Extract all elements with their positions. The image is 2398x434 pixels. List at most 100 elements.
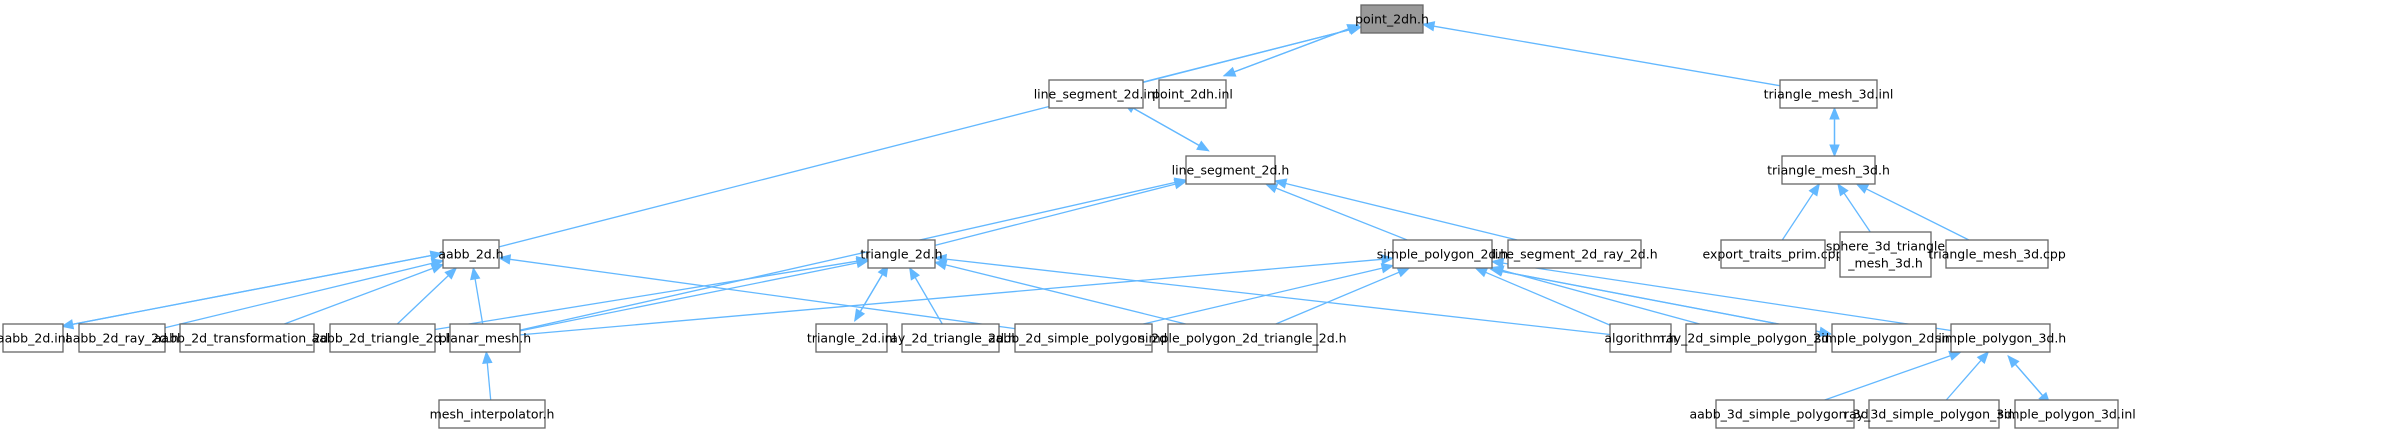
node-label: ray_2d_triangle_2d.h bbox=[885, 331, 1016, 346]
edge-line bbox=[519, 258, 1383, 336]
edge-simple-polygon-2d-h-to-simple-polygon-2d-inl bbox=[1490, 268, 1833, 338]
node-box bbox=[901, 323, 1000, 353]
arrowhead-icon bbox=[430, 263, 445, 274]
edge-planar-mesh-h-to-line-segment-2d-h bbox=[519, 177, 1188, 331]
edge-line bbox=[1285, 182, 1518, 241]
node-ray-2d-simple-polygon-2d-h[interactable]: ray_2d_simple_polygon_2d.h bbox=[1661, 323, 1841, 353]
node-label: planar_mesh.h bbox=[439, 331, 531, 346]
node-box bbox=[438, 399, 546, 429]
node-mesh-interpolator-h[interactable]: mesh_interpolator.h bbox=[430, 399, 555, 429]
node-point-2dh-h[interactable]: point_2dh.h bbox=[1355, 4, 1429, 34]
node-aabb-2d-simple-polygon-2d-h[interactable]: aabb_2d_simple_polygon_2d.h bbox=[988, 323, 1179, 353]
edge-simple-polygon-3d-h-to-simple-polygon-2d-h bbox=[1490, 257, 1952, 332]
node-line-segment-2d-h[interactable]: line_segment_2d.h bbox=[1172, 155, 1290, 185]
node-box bbox=[1048, 79, 1144, 109]
edge-ray-2d-triangle-2d-h-to-triangle-2d-h bbox=[909, 266, 943, 325]
node-planar-mesh-h[interactable]: planar_mesh.h bbox=[439, 323, 531, 353]
node-triangle-mesh-3d-inl[interactable]: triangle_mesh_3d.inl bbox=[1764, 79, 1894, 109]
node-triangle-2d-h[interactable]: triangle_2d.h bbox=[860, 239, 943, 269]
node-label: simple_polygon_3d.h bbox=[1935, 331, 2067, 346]
edge-line bbox=[519, 181, 1176, 331]
arrowhead-icon bbox=[1855, 183, 1870, 194]
node-aabb-3d-simple-polygon-3d-h[interactable]: aabb_3d_simple_polygon_3d.h bbox=[1689, 399, 1881, 429]
edge-line bbox=[1490, 268, 1821, 333]
edge-line bbox=[945, 264, 1186, 325]
node-export-traits-prim-cpp[interactable]: export_traits_prim.cpp bbox=[1702, 239, 1844, 269]
node-label: aabb_2d_transformation_2d.h bbox=[154, 331, 341, 346]
node-simple-polygon-2d-triangle-2d-h[interactable]: simple_polygon_2d_triangle_2d.h bbox=[1138, 323, 1347, 353]
edge-line bbox=[1233, 24, 1360, 73]
node-label: simple_polygon_2d.inl bbox=[1815, 331, 1953, 346]
node-triangle-mesh-3d-cpp[interactable]: triangle_mesh_3d.cpp bbox=[1928, 239, 2066, 269]
arrowhead-icon bbox=[854, 308, 866, 323]
node-box bbox=[1945, 239, 2049, 269]
node-triangle-2d-inl[interactable]: triangle_2d.inl bbox=[807, 323, 896, 353]
node-aabb-2d-ray-2d-h[interactable]: aabb_2d_ray_2d.h bbox=[65, 323, 179, 353]
edge-line bbox=[1142, 28, 1351, 83]
node-aabb-2d-triangle-2d-h[interactable]: aabb_2d_triangle_2d.h bbox=[312, 323, 454, 353]
arrowhead-icon bbox=[909, 266, 920, 281]
arrowhead-icon bbox=[1474, 267, 1489, 278]
node-aabb-2d-h[interactable]: aabb_2d.h bbox=[438, 239, 504, 269]
node-line-segment-2d-ray-2d-h[interactable]: line_segment_2d_ray_2d.h bbox=[1491, 239, 1658, 269]
node-label: ray_2d_simple_polygon_2d.h bbox=[1661, 331, 1841, 346]
edge-aabb-2d-transformation-2d-h-to-aabb-2d-h bbox=[284, 263, 445, 325]
node-simple-polygon-2d-h[interactable]: simple_polygon_2d.h bbox=[1377, 239, 1509, 269]
node-label: simple_polygon_3d.inl bbox=[1997, 407, 2135, 422]
edge-line bbox=[72, 252, 443, 325]
node-box bbox=[815, 323, 888, 353]
node-ray-2d-triangle-2d-h[interactable]: ray_2d_triangle_2d.h bbox=[885, 323, 1016, 353]
node-algorithm-h[interactable]: algorithm.h bbox=[1604, 323, 1677, 353]
arrowhead-icon bbox=[1421, 21, 1436, 32]
arrowhead-icon bbox=[1818, 326, 1833, 338]
arrowhead-icon bbox=[60, 319, 75, 330]
node-label: triangle_2d.inl bbox=[807, 331, 896, 346]
edge-sphere-3d-triangle-mesh-3d-h-to-triangle-mesh-3d-h bbox=[1837, 182, 1871, 233]
edge-aabb-2d-simple-polygon-2d-h-to-aabb-2d-h bbox=[497, 254, 1016, 330]
node-box bbox=[442, 239, 500, 269]
node-label: aabb_2d_simple_polygon_2d.h bbox=[988, 331, 1179, 346]
edge-triangle-2d-h-to-line-segment-2d-h bbox=[934, 179, 1188, 247]
node-simple-polygon-3d-h[interactable]: simple_polygon_3d.h bbox=[1935, 323, 2067, 353]
node-line-segment-2d-inl[interactable]: line_segment_2d.inl bbox=[1034, 79, 1159, 109]
edge-triangle-2d-h-to-triangle-2d-inl bbox=[854, 264, 889, 323]
node-box bbox=[2014, 399, 2119, 429]
edge-line bbox=[1843, 192, 1871, 233]
edge-aabb-2d-triangle-2d-h-to-aabb-2d-h bbox=[396, 267, 458, 325]
edge-line bbox=[1275, 271, 1400, 325]
node-ray-3d-simple-polygon-3d-h[interactable]: ray_3d_simple_polygon_3d.h bbox=[1844, 399, 2024, 429]
edge-line bbox=[934, 183, 1176, 247]
arrowhead-icon bbox=[470, 266, 481, 281]
node-simple-polygon-2d-inl[interactable]: simple_polygon_2d.inl bbox=[1815, 323, 1953, 353]
arrowhead-icon bbox=[1490, 257, 1505, 269]
edge-line bbox=[859, 264, 889, 312]
node-sphere-3d-triangle-mesh-3d-h[interactable]: sphere_3d_triangle_mesh_3d.h bbox=[1826, 231, 1946, 278]
edges-layer bbox=[60, 21, 2051, 405]
node-box bbox=[329, 323, 436, 353]
node-simple-polygon-3d-inl[interactable]: simple_polygon_3d.inl bbox=[1997, 399, 2136, 429]
edge-simple-polygon-2d-triangle-2d-h-to-triangle-2d-h bbox=[933, 259, 1186, 325]
arrowhead-icon bbox=[444, 267, 458, 280]
node-box bbox=[1158, 79, 1227, 109]
node-box bbox=[2, 323, 64, 353]
edge-aabb-2d-h-to-aabb-2d-inl bbox=[60, 252, 443, 330]
node-box bbox=[1839, 231, 1932, 278]
arrowhead-icon bbox=[1196, 140, 1210, 152]
edge-line bbox=[1945, 359, 1982, 401]
node-aabb-2d-transformation-2d-h[interactable]: aabb_2d_transformation_2d.h bbox=[154, 323, 341, 353]
edge-line bbox=[164, 262, 433, 329]
edge-line bbox=[1433, 25, 1781, 87]
arrowhead-icon bbox=[1273, 178, 1288, 189]
arrowhead-icon bbox=[1808, 182, 1821, 197]
edge-line bbox=[1824, 355, 1951, 401]
node-point-2dh-inl[interactable]: point_2dh.inl bbox=[1152, 79, 1233, 109]
edge-point-2dh-h-to-point-2dh-inl bbox=[1222, 24, 1360, 77]
node-aabb-2d-inl[interactable]: aabb_2d.inl bbox=[0, 323, 69, 353]
arrowhead-icon bbox=[933, 253, 947, 265]
edge-line bbox=[434, 260, 858, 331]
node-label: aabb_2d_ray_2d.h bbox=[65, 331, 179, 346]
arrowhead-icon bbox=[1264, 183, 1279, 194]
node-box bbox=[78, 323, 166, 353]
node-triangle-mesh-3d-h[interactable]: triangle_mesh_3d.h bbox=[1767, 155, 1890, 185]
